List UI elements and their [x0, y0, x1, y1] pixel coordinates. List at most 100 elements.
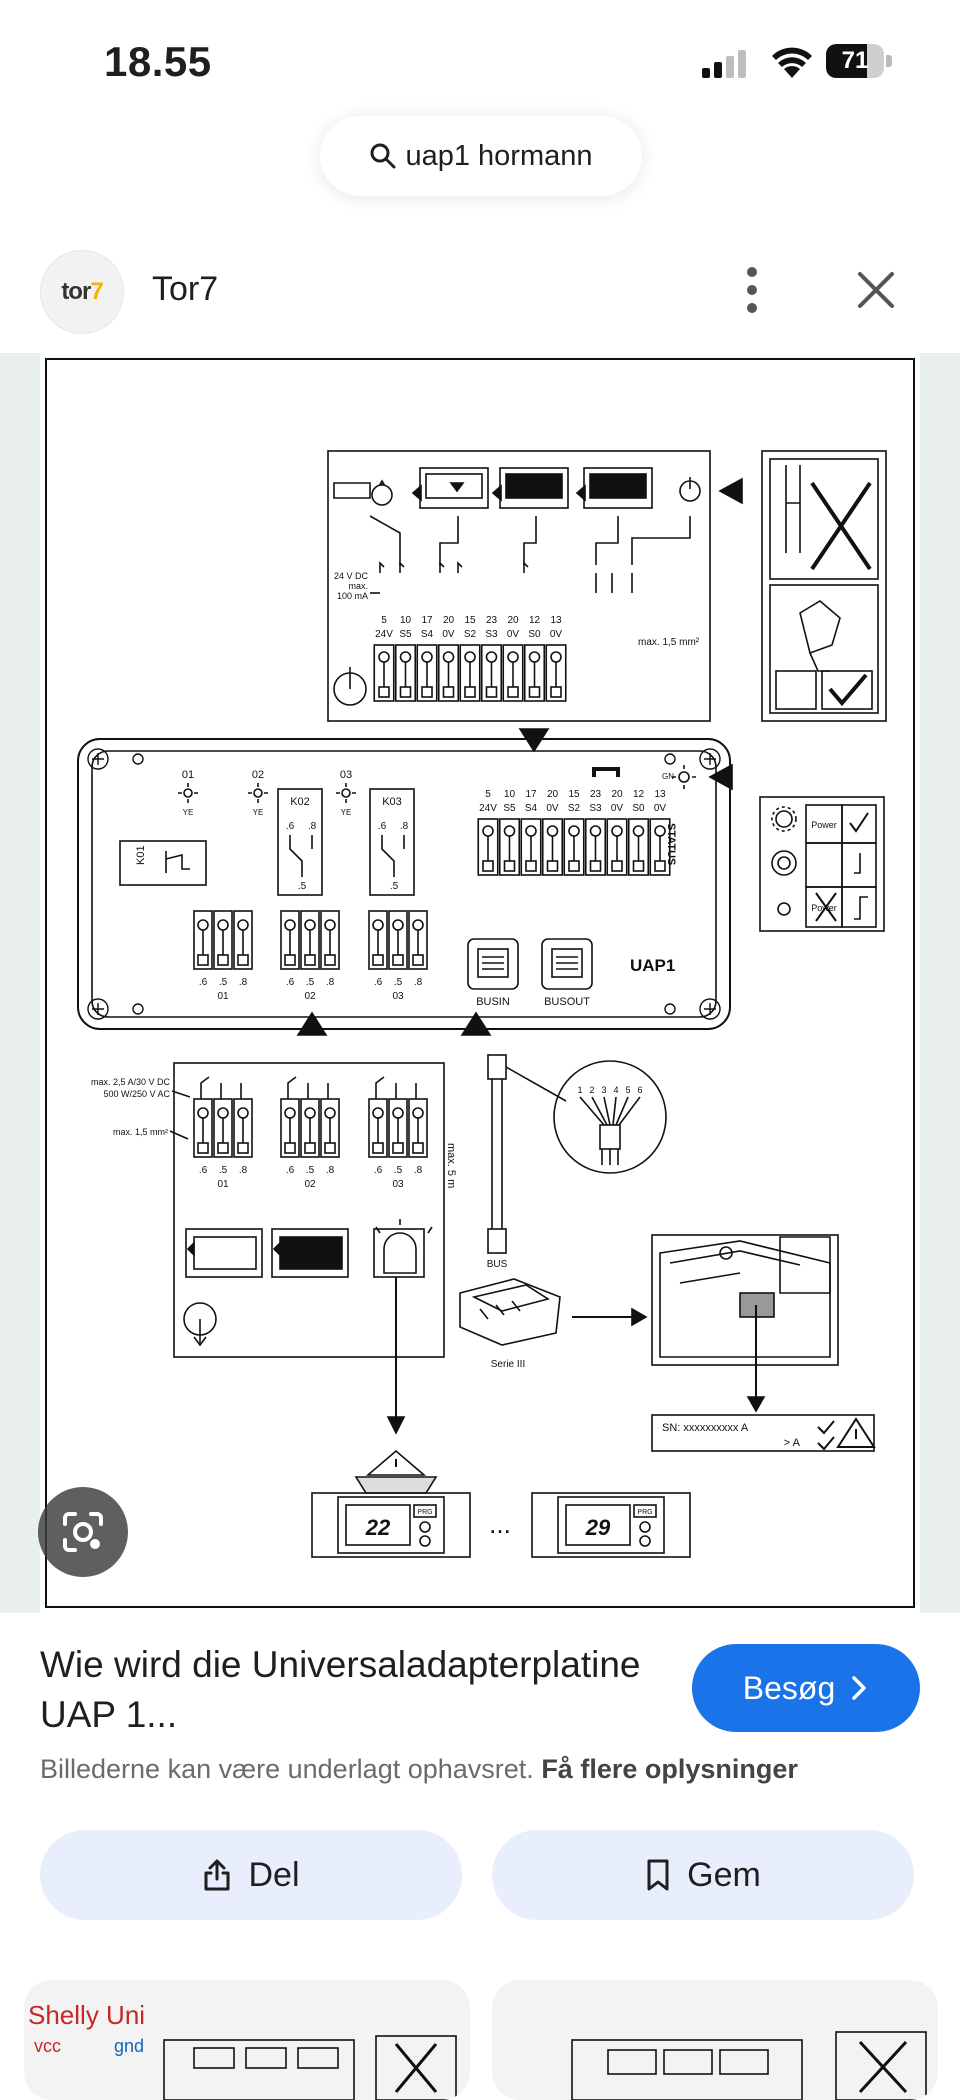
power-label-top: Power [811, 820, 837, 830]
contact-rating-1: max. 2,5 A/30 V DC [91, 1077, 171, 1087]
board-terminal-name-7: S0 [632, 803, 645, 814]
install-check-panel [761, 450, 887, 722]
battery-fill [826, 44, 868, 78]
led-label-01: 01 [182, 769, 194, 781]
top-terminal-num-0: 5 [381, 615, 387, 626]
board-terminal-name-3: 0V [546, 803, 559, 814]
wire-size-label: max. 1,5 mm² [638, 637, 700, 648]
source-name[interactable]: Tor7 [152, 270, 219, 308]
share-label: Del [248, 1855, 300, 1894]
board-terminal-num-5: 23 [590, 789, 602, 800]
prg-label-b: PRG [637, 1509, 652, 1516]
display-unit-b [531, 1492, 691, 1558]
battery-icon: 71 [826, 44, 894, 80]
relay-k02-label: K02 [290, 796, 310, 808]
status-time: 18.55 [104, 38, 212, 85]
save-button[interactable]: Gem [492, 1830, 914, 1920]
visit-button[interactable]: Besøg [692, 1644, 920, 1732]
k03-pin-6: .6 [378, 821, 387, 832]
status-led-color: GN [662, 772, 674, 781]
relay-k03-label: K03 [382, 796, 402, 808]
result-title[interactable]: Wie wird die Universaladapterplatine UAP… [40, 1644, 641, 1735]
related-thumbnail-1[interactable]: Shelly Uni vcc gnd [24, 1980, 470, 2100]
motor-detail-image [651, 1234, 839, 1366]
board-terminal-num-1: 10 [504, 789, 516, 800]
status-bar: 18.55 71 [0, 0, 960, 110]
low-relay-pin-2-2: .8 [414, 1165, 423, 1176]
search-query-pill[interactable]: uap1 hormann [320, 116, 642, 196]
led-icon-3 [336, 783, 356, 803]
board-relay-pin-2-0: .6 [374, 977, 383, 988]
bus-cable-plug-top [487, 1054, 507, 1080]
top-terminal-num-5: 23 [486, 615, 498, 626]
board-terminal-name-8: 0V [654, 803, 667, 814]
top-input-panel [327, 450, 711, 722]
visit-label: Besøg [742, 1669, 836, 1706]
board-relay-pin-1-0: .6 [286, 977, 295, 988]
board-name-label: UAP1 [630, 956, 675, 975]
low-relay-pin-2-1: .5 [394, 1165, 403, 1176]
top-terminal-name-2: S4 [421, 629, 434, 640]
board-terminal-name-5: S3 [589, 803, 602, 814]
board-terminal-name-0: 24V [479, 803, 497, 814]
more-options-icon[interactable] [732, 262, 772, 318]
top-terminal-num-7: 12 [529, 615, 541, 626]
board-relay-num-2: 03 [392, 991, 404, 1002]
low-relay-pin-1-1: .5 [306, 1165, 315, 1176]
lower-relay-connectors: .6.5.801.6.5.802.6.5.803 [193, 1076, 428, 1190]
lens-icon [63, 1512, 103, 1552]
share-button[interactable]: Del [40, 1830, 462, 1920]
top-terminal-num-3: 20 [443, 615, 455, 626]
power-label-bottom: Power [811, 903, 837, 913]
close-icon[interactable] [848, 262, 904, 318]
lens-search-button[interactable] [38, 1487, 128, 1577]
chevron-right-icon [852, 1676, 866, 1700]
board-relay-pin-1-2: .8 [326, 977, 335, 988]
thumb-text-a: Shelly Uni [28, 2000, 145, 2030]
top-terminal-name-8: 0V [550, 629, 563, 640]
led-color-02: YE [253, 808, 264, 817]
board-relay-pin-0-2: .8 [239, 977, 248, 988]
led-label-02: 02 [252, 769, 264, 781]
related-thumbnail-2[interactable] [492, 1980, 938, 2100]
dc-label-1: 24 V DC [334, 571, 369, 581]
top-terminal-name-6: 0V [507, 629, 520, 640]
low-relay-pin-1-2: .8 [326, 1165, 335, 1176]
relay-output-panel [173, 1062, 445, 1358]
rj-pin-2: 2 [589, 1085, 594, 1095]
more-info-link[interactable]: Få flere oplysninger [541, 1754, 798, 1784]
rj-pin-4: 4 [613, 1085, 618, 1095]
top-terminal-name-5: S3 [485, 629, 498, 640]
board-relay-pin-2-1: .5 [394, 977, 403, 988]
top-terminal-num-8: 13 [550, 615, 562, 626]
display-unit-a [311, 1492, 471, 1558]
board-relay-pin-2-2: .8 [414, 977, 423, 988]
plug-detail-circle [553, 1060, 667, 1174]
low-relay-num-1: 02 [304, 1179, 316, 1190]
led-icon-2 [248, 783, 268, 803]
board-terminal-name-4: S2 [568, 803, 581, 814]
board-terminal-num-6: 20 [611, 789, 623, 800]
low-relay-num-2: 03 [392, 1179, 404, 1190]
low-relay-pin-1-0: .6 [286, 1165, 295, 1176]
thumb-text-b: vcc [34, 2036, 61, 2056]
top-terminal-name-4: S2 [464, 629, 477, 640]
top-terminal-num-4: 15 [464, 615, 476, 626]
board-terminal-name-6: 0V [611, 803, 624, 814]
board-terminal-name-2: S4 [525, 803, 538, 814]
k03-pin-8: .8 [400, 821, 409, 832]
board-relay-connectors: .6.5.801.6.5.802.6.5.803 [193, 910, 428, 1002]
top-terminal-name-1: S5 [399, 629, 412, 640]
board-terminal-name-1: S5 [503, 803, 516, 814]
low-relay-pin-2-0: .6 [374, 1165, 383, 1176]
serie-label: Serie III [491, 1359, 525, 1370]
board-relay-pin-0-1: .5 [219, 977, 228, 988]
top-terminal-num-1: 10 [400, 615, 412, 626]
k02-pin-5: .5 [298, 881, 307, 892]
save-label: Gem [687, 1855, 761, 1894]
rj-pin-6: 6 [637, 1085, 642, 1095]
busin-label: BUSIN [476, 996, 510, 1008]
board-relay-num-0: 01 [217, 991, 229, 1002]
